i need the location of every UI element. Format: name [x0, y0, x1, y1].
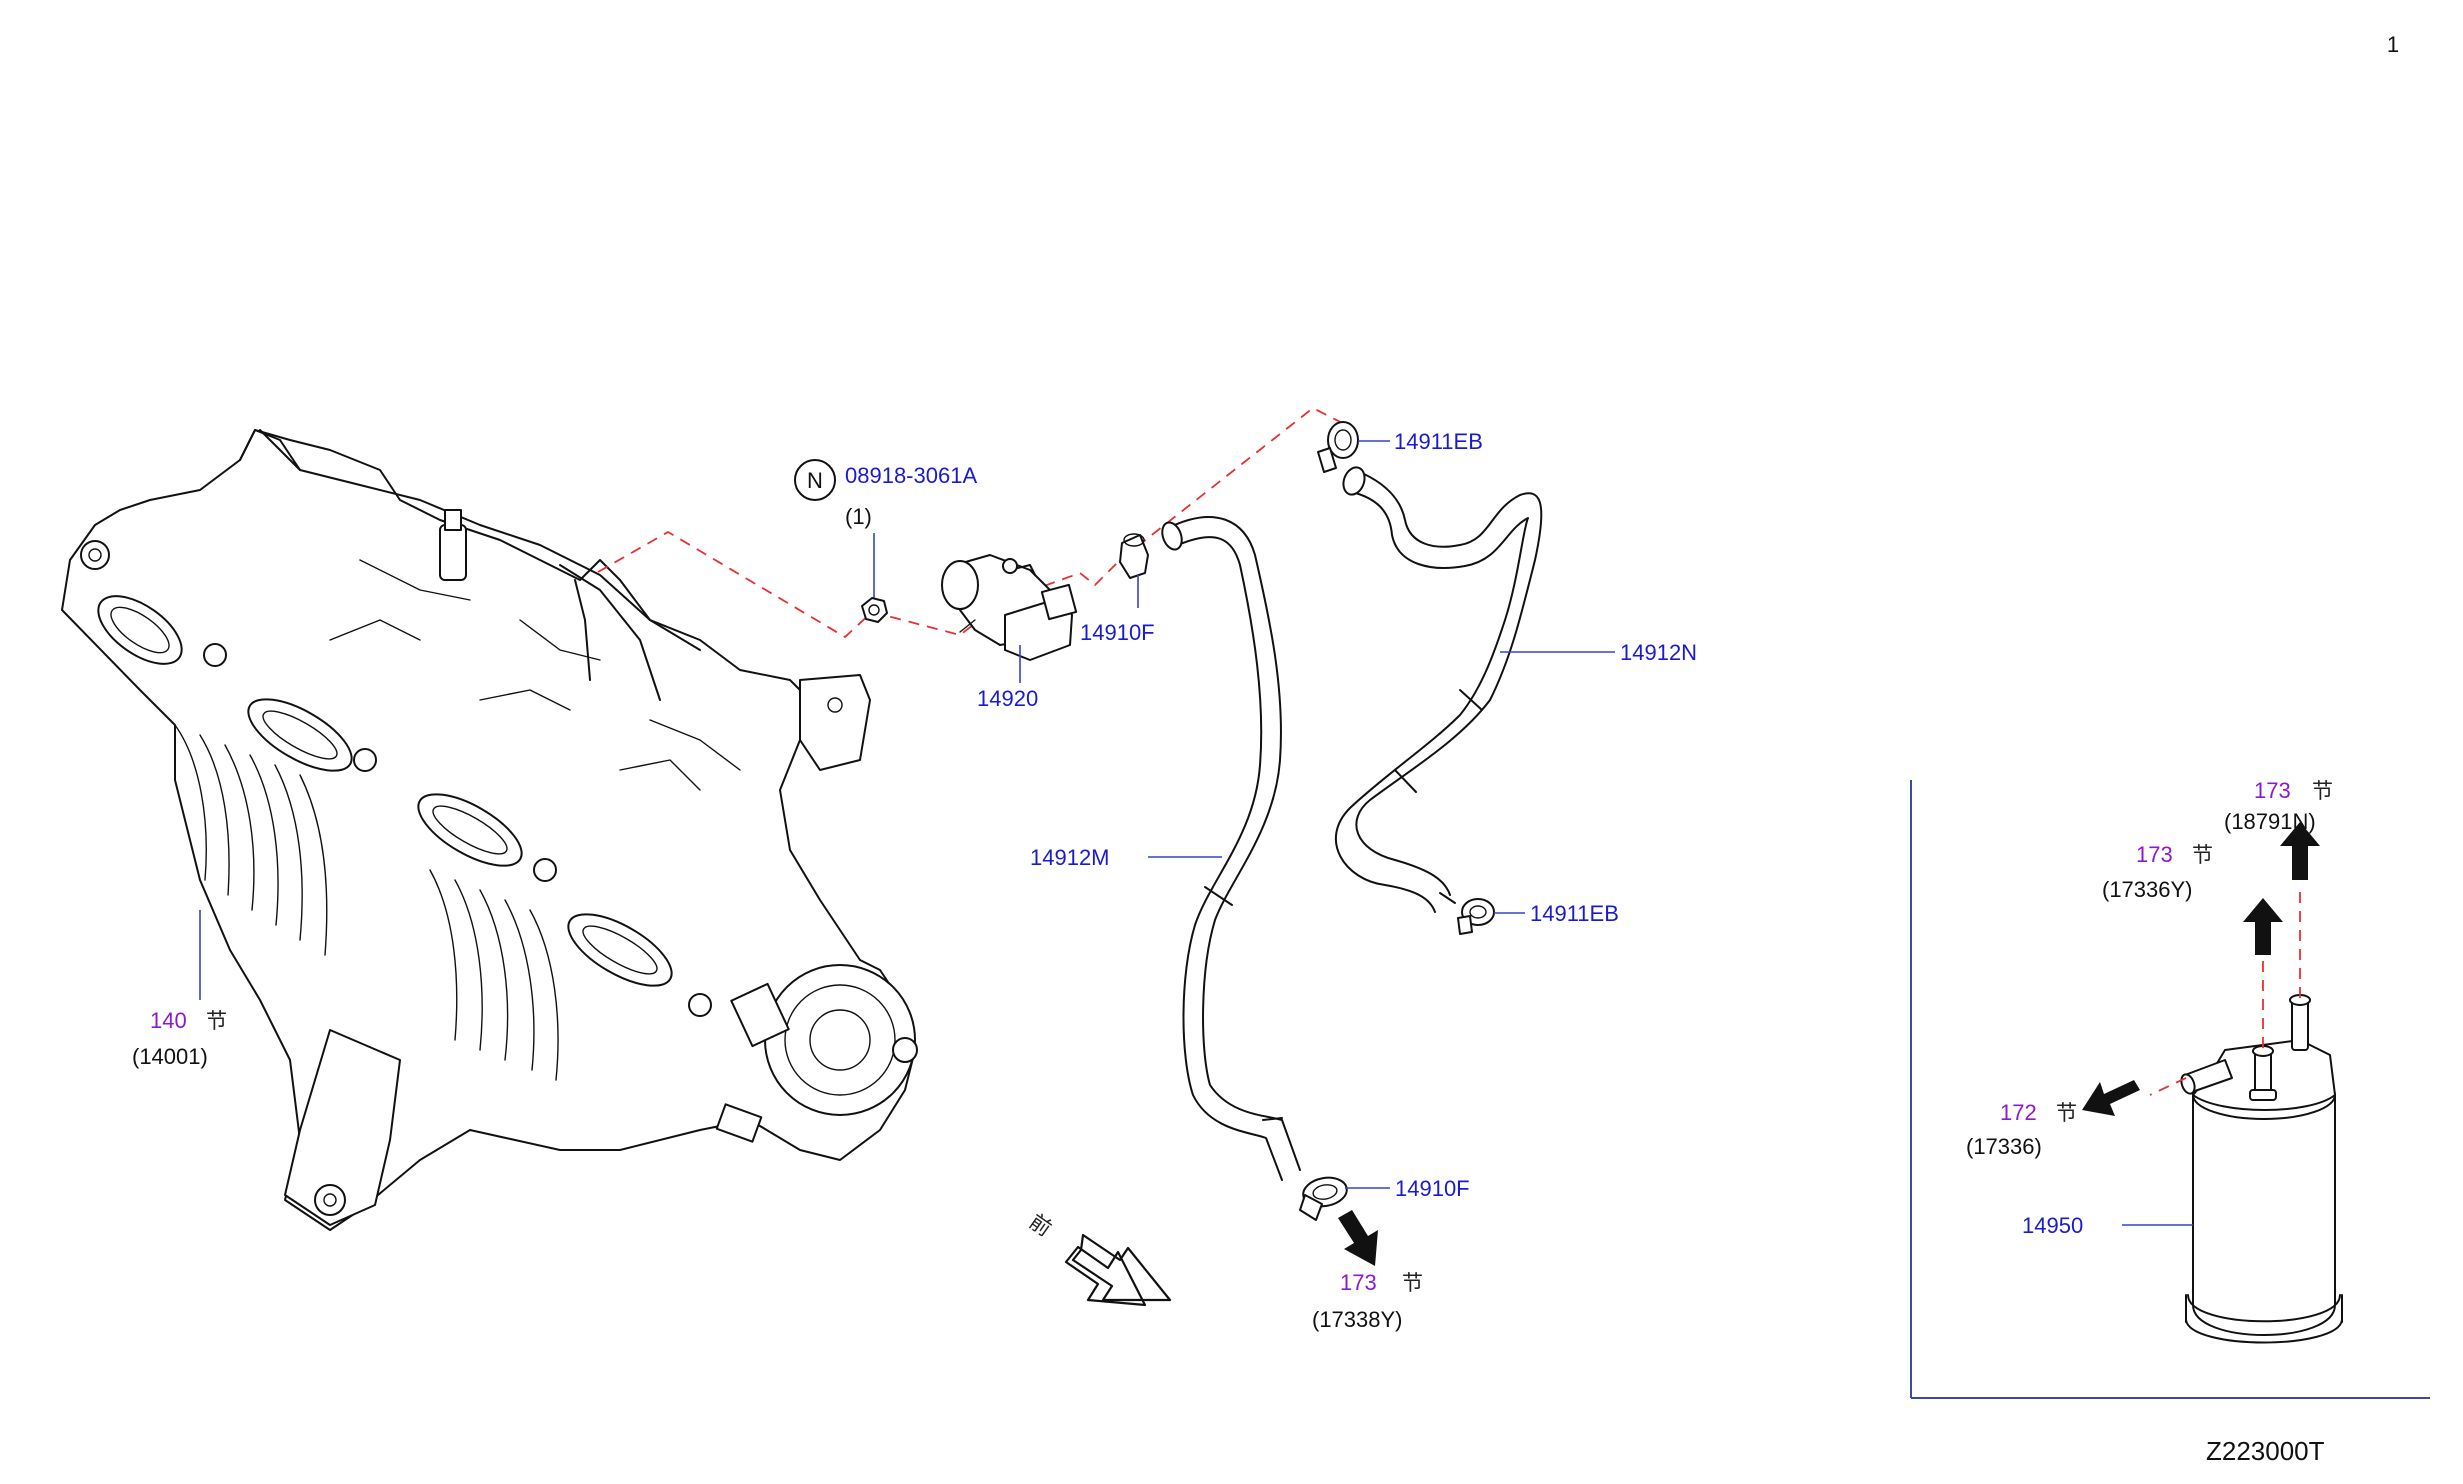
intake-manifold-drawing [61, 429, 918, 1231]
manifold-reference: (14001) [132, 1044, 208, 1069]
arrow-to-17336 [2082, 1080, 2140, 1116]
front-direction-char: 前 [1025, 1209, 1056, 1241]
inset-mid-section-number: 173 [2136, 842, 2173, 867]
clamp-eb-lower-part-number: 14911EB [1530, 901, 1619, 926]
hose-section-number: 173 [1340, 1270, 1377, 1295]
clamp-14911eb-upper-drawing [1317, 421, 1359, 473]
clamp-14911eb-lower-drawing [1457, 898, 1495, 935]
purge-solenoid-valve-drawing [941, 554, 1078, 661]
nut-part-number: 08918-3061A [845, 463, 977, 488]
figure-code: Z223000T [2206, 1436, 2325, 1466]
inset-top-reference: (18791N) [2224, 809, 2316, 834]
inset-top-section-number: 173 [2254, 778, 2291, 803]
arrow-to-18791n [2280, 822, 2320, 880]
hose-m-part-number: 14912M [1030, 845, 1110, 870]
nut-drawing [861, 597, 888, 623]
inset-mid-section-char: 节 [2192, 843, 2213, 867]
vacuum-routing-dashed-line [597, 406, 1351, 639]
clamp-14910f-upper-drawing [1119, 533, 1149, 579]
clamp-eb-upper-part-number: 14911EB [1394, 429, 1483, 454]
nut-quantity: (1) [845, 504, 872, 529]
manifold-section-char: 节 [206, 1009, 227, 1033]
canister-dashed-line-left [2149, 1077, 2187, 1096]
inset-top-section-char: 节 [2312, 779, 2333, 803]
clamp-14910f-lower-drawing [1299, 1176, 1348, 1221]
inset-mid-reference: (17336Y) [2102, 877, 2193, 902]
clamp-f-upper-part-number: 14910F [1080, 620, 1155, 645]
nut-symbol: N [794, 459, 836, 501]
manifold-section-number: 140 [150, 1008, 187, 1033]
hose-reference: (17338Y) [1312, 1307, 1403, 1332]
page-number: 1 [2387, 32, 2399, 57]
inset-left-section-number: 172 [2000, 1100, 2037, 1125]
canister-inset-frame [1910, 780, 2430, 1399]
evap-canister-drawing [2180, 994, 2343, 1344]
inset-left-reference: (17336) [1966, 1134, 2042, 1159]
throttle-body [715, 964, 918, 1143]
arrow-to-section-173-lower [1338, 1210, 1378, 1266]
hose-14912m-drawing [1161, 516, 1301, 1181]
hose-n-part-number: 14912N [1620, 640, 1697, 665]
hose-14912n-drawing [1334, 466, 1543, 913]
clamp-f-lower-part-number: 14910F [1395, 1176, 1470, 1201]
arrow-to-17336y [2243, 898, 2283, 955]
inset-left-section-char: 节 [2056, 1101, 2077, 1125]
front-direction-arrow [1064, 1233, 1172, 1307]
hose-section-char: 节 [1402, 1271, 1423, 1295]
svg-text:N: N [807, 468, 823, 493]
valve-part-number: 14920 [977, 686, 1038, 711]
canister-part-number: 14950 [2022, 1213, 2083, 1238]
runner-ports [97, 595, 673, 987]
